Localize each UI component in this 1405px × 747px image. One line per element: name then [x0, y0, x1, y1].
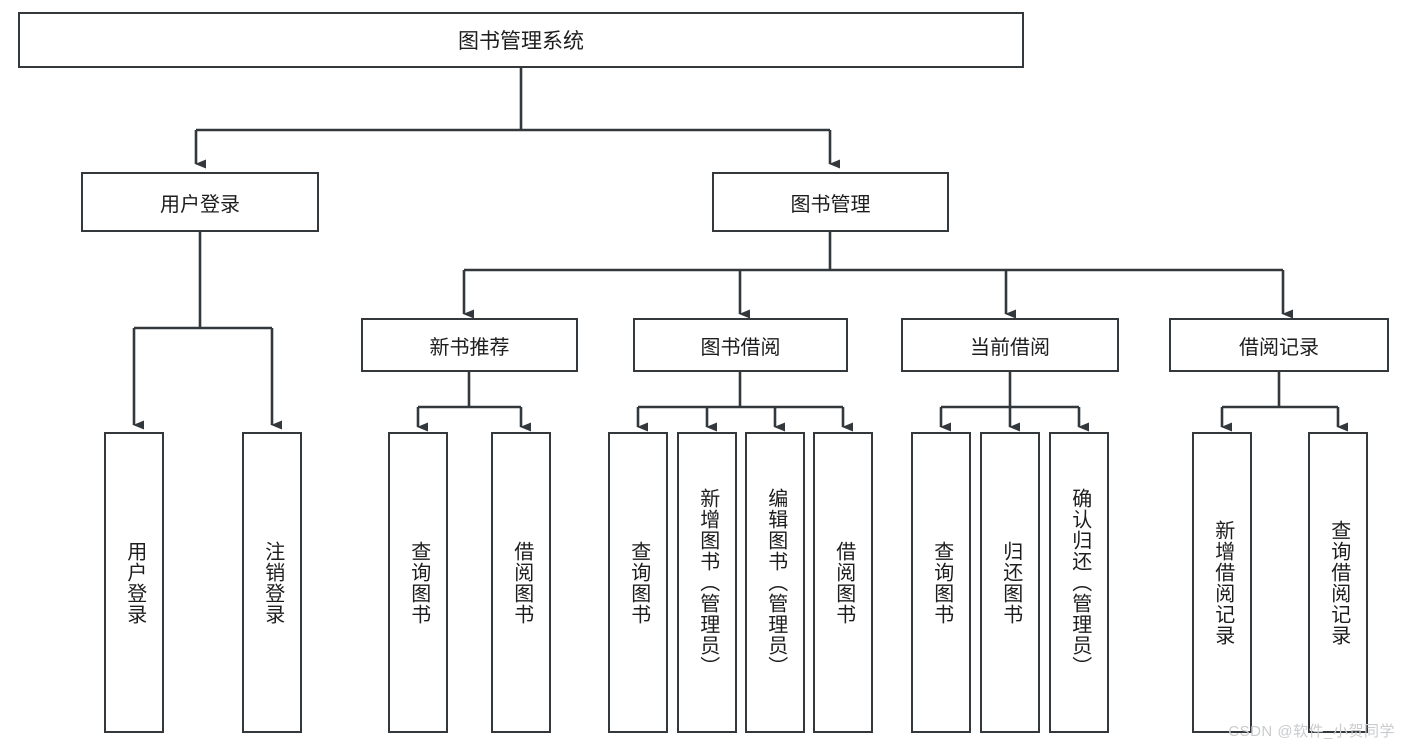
node-current-borrow[interactable]: 当前借阅 [901, 318, 1119, 372]
leaf-label: 查询图书 [627, 540, 650, 625]
leaf-book-borrow-query[interactable]: 查询图书 [608, 432, 668, 733]
leaf-label: 查询图书 [407, 540, 430, 625]
node-root-book-management-system[interactable]: 图书管理系统 [18, 12, 1024, 68]
leaf-borrow-record-query[interactable]: 查询借阅记录 [1308, 432, 1368, 733]
leaf-current-borrow-confirm-return[interactable]: 确认归还（管理员） [1049, 432, 1109, 733]
leaf-label: 借阅图书 [510, 540, 533, 625]
node-borrow-record[interactable]: 借阅记录 [1169, 318, 1389, 372]
leaf-label: 新增借阅记录 [1211, 519, 1234, 646]
node-book-management[interactable]: 图书管理 [712, 172, 949, 232]
leaf-current-borrow-query[interactable]: 查询图书 [911, 432, 971, 733]
leaf-label: 借阅图书 [832, 540, 855, 625]
node-user-login[interactable]: 用户登录 [81, 172, 319, 232]
leaf-label: 查询图书 [930, 540, 953, 625]
leaf-label: 新增图书（管理员） [696, 488, 719, 677]
leaf-new-book-query[interactable]: 查询图书 [388, 432, 448, 733]
node-new-book-recommend[interactable]: 新书推荐 [361, 318, 578, 372]
leaf-current-borrow-return[interactable]: 归还图书 [980, 432, 1040, 733]
leaf-book-borrow-edit[interactable]: 编辑图书（管理员） [745, 432, 805, 733]
leaf-label: 用户登录 [123, 540, 146, 625]
leaf-user-login-login[interactable]: 用户登录 [104, 432, 164, 733]
leaf-label: 查询借阅记录 [1327, 519, 1350, 646]
leaf-label: 确认归还（管理员） [1068, 488, 1091, 677]
leaf-borrow-record-add[interactable]: 新增借阅记录 [1192, 432, 1252, 733]
node-book-borrow[interactable]: 图书借阅 [633, 318, 848, 372]
leaf-label: 注销登录 [261, 540, 284, 625]
leaf-label: 归还图书 [999, 540, 1022, 625]
leaf-user-login-logout[interactable]: 注销登录 [242, 432, 302, 733]
leaf-label: 编辑图书（管理员） [764, 488, 787, 677]
leaf-book-borrow-add[interactable]: 新增图书（管理员） [677, 432, 737, 733]
watermark: CSDN @软件_小贺同学 [1228, 723, 1395, 740]
leaf-new-book-borrow[interactable]: 借阅图书 [491, 432, 551, 733]
leaf-book-borrow-borrow[interactable]: 借阅图书 [813, 432, 873, 733]
